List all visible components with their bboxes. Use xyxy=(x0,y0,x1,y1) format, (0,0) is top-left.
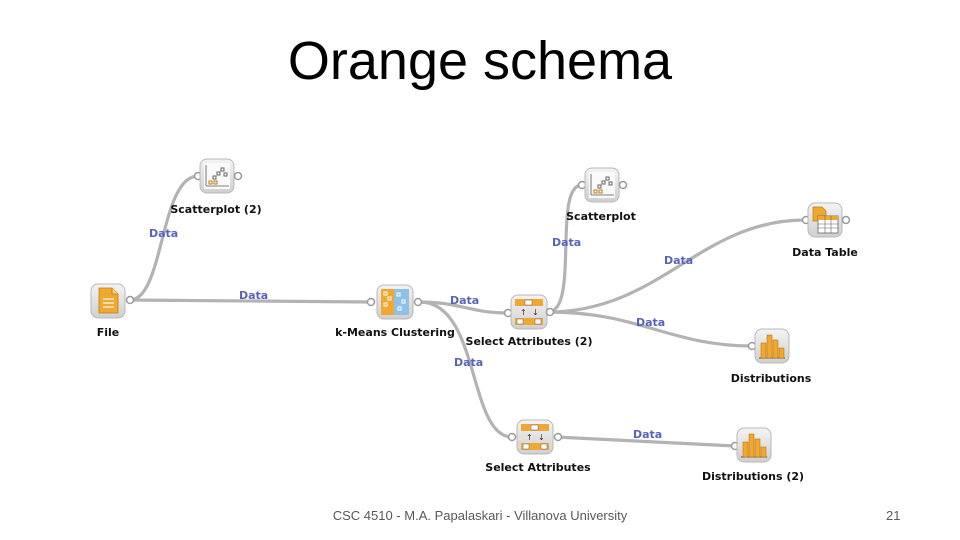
node-label-file: File xyxy=(97,326,120,339)
node-distributions-2[interactable]: Distributions (2) xyxy=(702,427,804,483)
output-port[interactable] xyxy=(413,297,423,307)
file-icon xyxy=(98,287,119,314)
input-port[interactable] xyxy=(747,341,757,351)
output-port[interactable] xyxy=(545,307,555,317)
slide-title: Orange schema xyxy=(287,31,673,91)
link-label-selectattributes2-distributions: Data xyxy=(636,316,665,329)
links xyxy=(128,174,807,448)
distributions-icon xyxy=(759,334,785,359)
link-label-file-kmeans: Data xyxy=(239,289,268,302)
svg-text:↓: ↓ xyxy=(532,308,539,317)
node-select-attributes[interactable]: ↑ ↓ Select Attributes xyxy=(485,419,591,474)
output-port[interactable] xyxy=(233,171,243,181)
select-attributes-icon: ↑ ↓ xyxy=(515,299,543,325)
node-label-scatterplot-2: Scatterplot (2) xyxy=(170,203,261,216)
input-port[interactable] xyxy=(507,432,517,442)
node-label-distributions-2: Distributions (2) xyxy=(702,470,804,483)
node-data-table[interactable]: Data Table xyxy=(792,202,858,259)
data-table-icon xyxy=(812,206,839,234)
slide-footer: CSC 4510 - M.A. Papalaskari - Villanova … xyxy=(332,508,628,523)
node-label-data-table: Data Table xyxy=(792,246,858,259)
node-scatterplot-2[interactable]: Scatterplot (2) xyxy=(170,158,262,216)
distributions-icon xyxy=(741,433,767,458)
link-file-scatterplot2[interactable] xyxy=(128,174,200,302)
link-selectattributes2-datatable[interactable] xyxy=(546,218,807,314)
output-port[interactable] xyxy=(841,215,851,225)
node-label-kmeans: k-Means Clustering xyxy=(335,326,455,339)
link-label-selectattributes-distributions2: Data xyxy=(633,428,662,441)
link-label-kmeans-selectattributes: Data xyxy=(454,356,483,369)
node-distributions[interactable]: Distributions xyxy=(731,328,812,385)
link-kmeans-selectattributes[interactable] xyxy=(418,300,514,439)
page-number: 21 xyxy=(886,508,901,523)
node-label-select-attributes-2: Select Attributes (2) xyxy=(466,335,593,348)
scatterplot-icon xyxy=(204,163,230,189)
link-label-selectattributes2-datatable: Data xyxy=(664,254,693,267)
link-selectattributes-distributions2[interactable] xyxy=(554,435,737,448)
node-select-attributes-2[interactable]: ↑ ↓ Select Attributes (2) xyxy=(466,294,593,348)
svg-text:↑: ↑ xyxy=(520,308,527,317)
svg-text:↑: ↑ xyxy=(526,433,533,442)
node-kmeans-clustering[interactable]: k-Means Clustering xyxy=(335,284,455,339)
node-label-select-attributes: Select Attributes xyxy=(485,461,591,474)
link-label-selectattributes2-scatterplot: Data xyxy=(552,236,581,249)
input-port[interactable] xyxy=(503,308,513,318)
output-port[interactable] xyxy=(618,180,628,190)
input-port[interactable] xyxy=(366,297,376,307)
kmeans-icon xyxy=(381,289,409,315)
node-label-scatterplot: Scatterplot xyxy=(566,210,636,223)
link-label-file-scatterplot2: Data xyxy=(149,227,178,240)
link-selectattributes2-distributions[interactable] xyxy=(546,310,754,348)
node-file[interactable]: File xyxy=(90,283,135,339)
link-file-kmeans[interactable] xyxy=(128,298,372,304)
node-label-distributions: Distributions xyxy=(731,372,812,385)
node-scatterplot[interactable]: Scatterplot xyxy=(566,167,636,223)
output-port[interactable] xyxy=(125,295,135,305)
input-port[interactable] xyxy=(577,180,587,190)
select-attributes-icon: ↑ ↓ xyxy=(521,424,549,450)
link-selectattributes2-scatterplot[interactable] xyxy=(546,183,584,314)
scatterplot-icon xyxy=(589,172,615,198)
output-port[interactable] xyxy=(553,432,563,442)
link-labels: Data Data Data Data Data Data Data Data xyxy=(149,227,693,441)
svg-text:↓: ↓ xyxy=(538,433,545,442)
link-label-kmeans-selectattributes2: Data xyxy=(450,294,479,307)
